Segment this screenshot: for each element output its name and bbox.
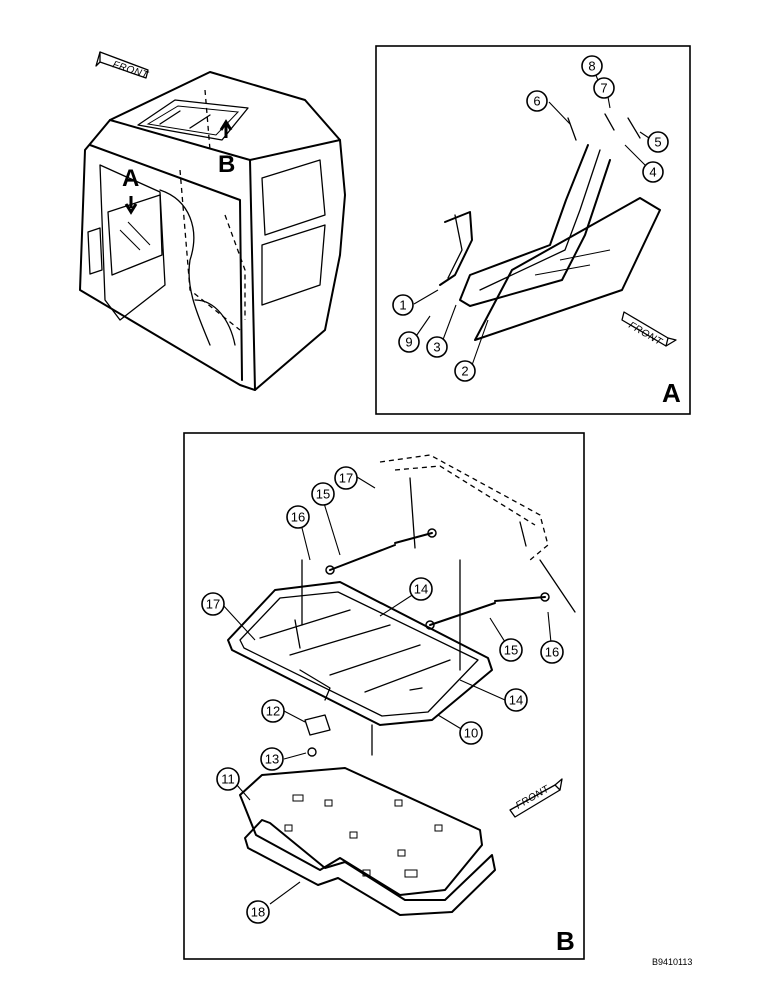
callout-7: 7 [593,77,615,99]
callout-6: 6 [526,90,548,112]
svg-text:17: 17 [206,597,220,612]
callout-3: 3 [426,336,448,358]
svg-text:8: 8 [588,59,595,74]
svg-text:10: 10 [464,726,478,741]
svg-text:16: 16 [545,645,559,660]
svg-text:2: 2 [461,364,468,379]
svg-text:FRONT: FRONT [514,783,552,811]
callout-17-top: 17 [334,466,358,490]
callout-18: 18 [246,900,270,924]
svg-text:18: 18 [251,905,265,920]
callout-1: 1 [392,294,414,316]
svg-text:7: 7 [600,81,607,96]
front-arrow-b: FRONT [509,778,563,818]
roof-liner [239,767,483,896]
svg-text:14: 14 [414,582,428,597]
callout-5: 5 [647,131,669,153]
marker-b: B [218,119,235,178]
callout-16-right: 16 [540,640,564,664]
svg-text:6: 6 [533,94,540,109]
view-letter-b: B [556,926,575,956]
callout-2: 2 [454,360,476,382]
callout-16-left: 16 [286,505,310,529]
callout-10: 10 [459,721,483,745]
callout-4: 4 [642,161,664,183]
svg-text:5: 5 [654,135,661,150]
svg-text:9: 9 [405,335,412,350]
callout-14-lower: 14 [504,688,528,712]
roof-seal [244,819,496,916]
svg-text:12: 12 [266,704,280,719]
callout-11: 11 [216,767,240,791]
gas-strut-lower [425,592,550,630]
svg-text:16: 16 [291,510,305,525]
callout-13: 13 [260,747,284,771]
front-window-overview [87,194,163,276]
svg-text:4: 4 [649,165,656,180]
callout-14-upper: 14 [409,577,433,601]
roof-hatch-frame [227,581,493,726]
detail-b-panel: FRONT B 10 11 12 13 14 14 15 15 16 16 17… [183,432,585,960]
window-glass-a [474,197,661,341]
svg-text:B: B [218,151,235,178]
callout-15-upper: 15 [311,482,335,506]
svg-text:3: 3 [433,340,440,355]
front-arrow-overview: FRONT [95,51,150,81]
svg-text:15: 15 [504,643,518,658]
svg-text:13: 13 [265,752,279,767]
callout-15-lower: 15 [499,638,523,662]
svg-text:1: 1 [399,298,406,313]
callout-12: 12 [261,699,285,723]
svg-text:11: 11 [221,772,235,787]
cab-overview: FRONT [79,51,346,391]
front-label-overview: FRONT [111,59,150,81]
svg-text:14: 14 [509,693,523,708]
callout-8: 8 [581,55,603,77]
gas-strut-upper [325,528,437,575]
callout-9: 9 [398,331,420,353]
roof-hatch-overview [137,99,249,141]
front-arrow-a: FRONT [621,311,677,348]
svg-text:17: 17 [339,471,353,486]
svg-text:A: A [122,165,139,192]
document-id: B9410113 [652,957,692,967]
view-letter-a: A [662,378,681,408]
detail-a-panel: FRONT A 1 2 3 4 5 6 7 8 9 [375,45,691,415]
callout-17-left: 17 [201,592,225,616]
svg-text:15: 15 [316,487,330,502]
marker-a: A [122,165,139,215]
